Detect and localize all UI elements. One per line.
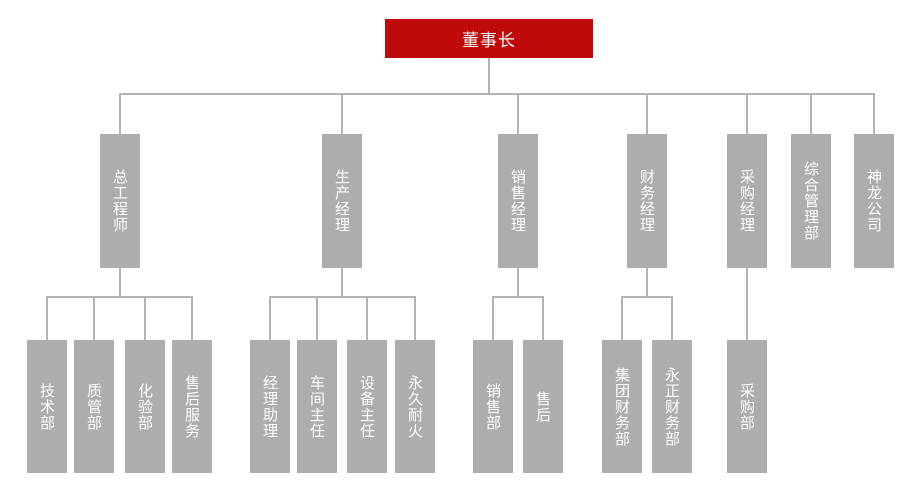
sub-connector: [119, 268, 121, 297]
sub-drop-line: [93, 297, 95, 340]
sub-connector-bar: [46, 296, 193, 298]
sub-drop-line: [492, 297, 494, 340]
department-node-label: 采购经理: [738, 169, 756, 233]
sub-department-node-label: 技术部: [38, 382, 56, 431]
department-node: 总工程师: [100, 134, 140, 268]
department-drop-line: [119, 94, 121, 134]
department-drop-line: [810, 94, 812, 134]
sub-department-node: 售后: [523, 340, 563, 473]
sub-connector-bar: [269, 296, 416, 298]
sub-department-node: 永久耐火: [395, 340, 435, 473]
sub-drop-line: [671, 297, 673, 340]
department-node-label: 销售经理: [509, 169, 527, 233]
department-drop-line: [341, 94, 343, 134]
sub-department-node-label: 永正财务部: [663, 366, 681, 447]
department-node: 销售经理: [498, 134, 538, 268]
sub-drop-line: [269, 297, 271, 340]
department-node-label: 神龙公司: [865, 169, 883, 233]
sub-drop-line: [191, 297, 193, 340]
sub-drop-line: [366, 297, 368, 340]
department-drop-line: [646, 94, 648, 134]
sub-drop-line: [316, 297, 318, 340]
root-node-chairman: 董事长: [385, 19, 593, 58]
root-connector: [488, 58, 490, 94]
department-drop-line: [873, 94, 875, 134]
sub-department-node-label: 车间主任: [308, 374, 326, 439]
sub-department-node: 采购部: [727, 340, 767, 473]
sub-department-node-label: 售后: [534, 390, 552, 423]
sub-department-node-label: 质管部: [85, 382, 103, 431]
sub-department-node: 销售部: [473, 340, 513, 473]
sub-drop-line: [414, 297, 416, 340]
department-drop-line: [746, 94, 748, 134]
root-node-label: 董事长: [462, 31, 516, 51]
department-node: 综合管理部: [791, 134, 831, 268]
sub-connector: [341, 268, 343, 297]
sub-department-node-label: 采购部: [738, 382, 756, 431]
sub-department-node-label: 集团财务部: [613, 366, 631, 447]
sub-department-node-label: 化验部: [136, 382, 154, 431]
sub-department-node: 质管部: [74, 340, 114, 473]
department-node: 神龙公司: [854, 134, 894, 268]
department-node-label: 财务经理: [638, 169, 656, 233]
department-node-label: 生产经理: [333, 169, 351, 233]
department-connector-bar: [119, 93, 875, 95]
sub-connector-bar: [621, 296, 673, 298]
sub-drop-line: [144, 297, 146, 340]
sub-department-node-label: 永久耐火: [406, 374, 424, 439]
sub-department-node: 永正财务部: [652, 340, 692, 473]
sub-department-node: 化验部: [125, 340, 165, 473]
department-node: 生产经理: [322, 134, 362, 268]
sub-connector: [517, 268, 519, 297]
sub-department-node-label: 设备主任: [358, 374, 376, 439]
sub-department-node-label: 经理助理: [261, 374, 279, 439]
department-drop-line: [517, 94, 519, 134]
sub-drop-line: [542, 297, 544, 340]
department-node: 采购经理: [727, 134, 767, 268]
sub-department-node: 售后服务: [172, 340, 212, 473]
sub-drop-line: [46, 297, 48, 340]
sub-department-node-label: 销售部: [484, 382, 502, 431]
sub-connector: [746, 268, 748, 340]
sub-connector-bar: [492, 296, 544, 298]
sub-department-node: 设备主任: [347, 340, 387, 473]
sub-department-node: 集团财务部: [602, 340, 642, 473]
sub-department-node: 技术部: [27, 340, 67, 473]
department-node: 财务经理: [627, 134, 667, 268]
department-node-label: 总工程师: [111, 169, 129, 233]
sub-connector: [646, 268, 648, 297]
sub-drop-line: [621, 297, 623, 340]
sub-department-node-label: 售后服务: [183, 374, 201, 439]
sub-department-node: 经理助理: [250, 340, 290, 473]
sub-department-node: 车间主任: [297, 340, 337, 473]
department-node-label: 综合管理部: [802, 161, 820, 241]
